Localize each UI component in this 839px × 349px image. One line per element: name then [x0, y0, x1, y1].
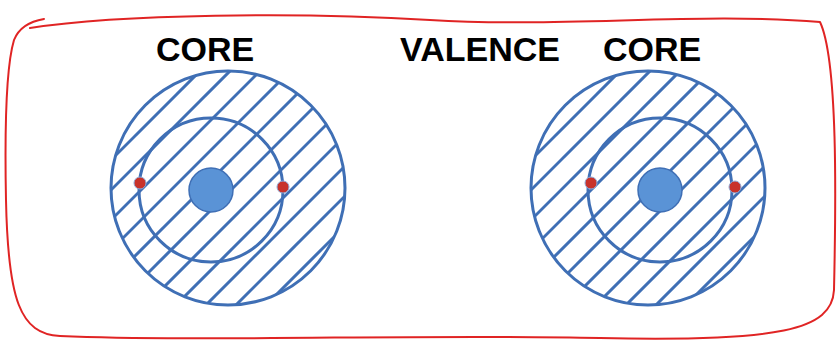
electron	[134, 177, 146, 189]
electron	[277, 181, 289, 193]
region-label: CORE	[600, 31, 704, 68]
outer-shell	[531, 71, 765, 305]
region-label: VALENCE	[397, 31, 563, 68]
valence-outline	[5, 15, 835, 338]
nucleus	[638, 168, 682, 212]
core-atom: CORE	[106, 25, 350, 310]
nucleus	[189, 168, 233, 212]
label-holder: CORE	[153, 31, 257, 68]
electron	[585, 177, 597, 189]
region-label: CORE	[153, 31, 257, 68]
atom-figure	[0, 31, 839, 325]
atom-figure	[126, 31, 839, 325]
label-holder: VALENCE	[397, 31, 563, 68]
label-holder: CORE	[600, 31, 704, 68]
inner-shell	[588, 118, 732, 262]
hatching	[0, 31, 839, 325]
electron	[729, 181, 741, 193]
inner-shell	[139, 118, 283, 262]
outer-shell	[111, 71, 345, 305]
hatching	[126, 31, 839, 325]
